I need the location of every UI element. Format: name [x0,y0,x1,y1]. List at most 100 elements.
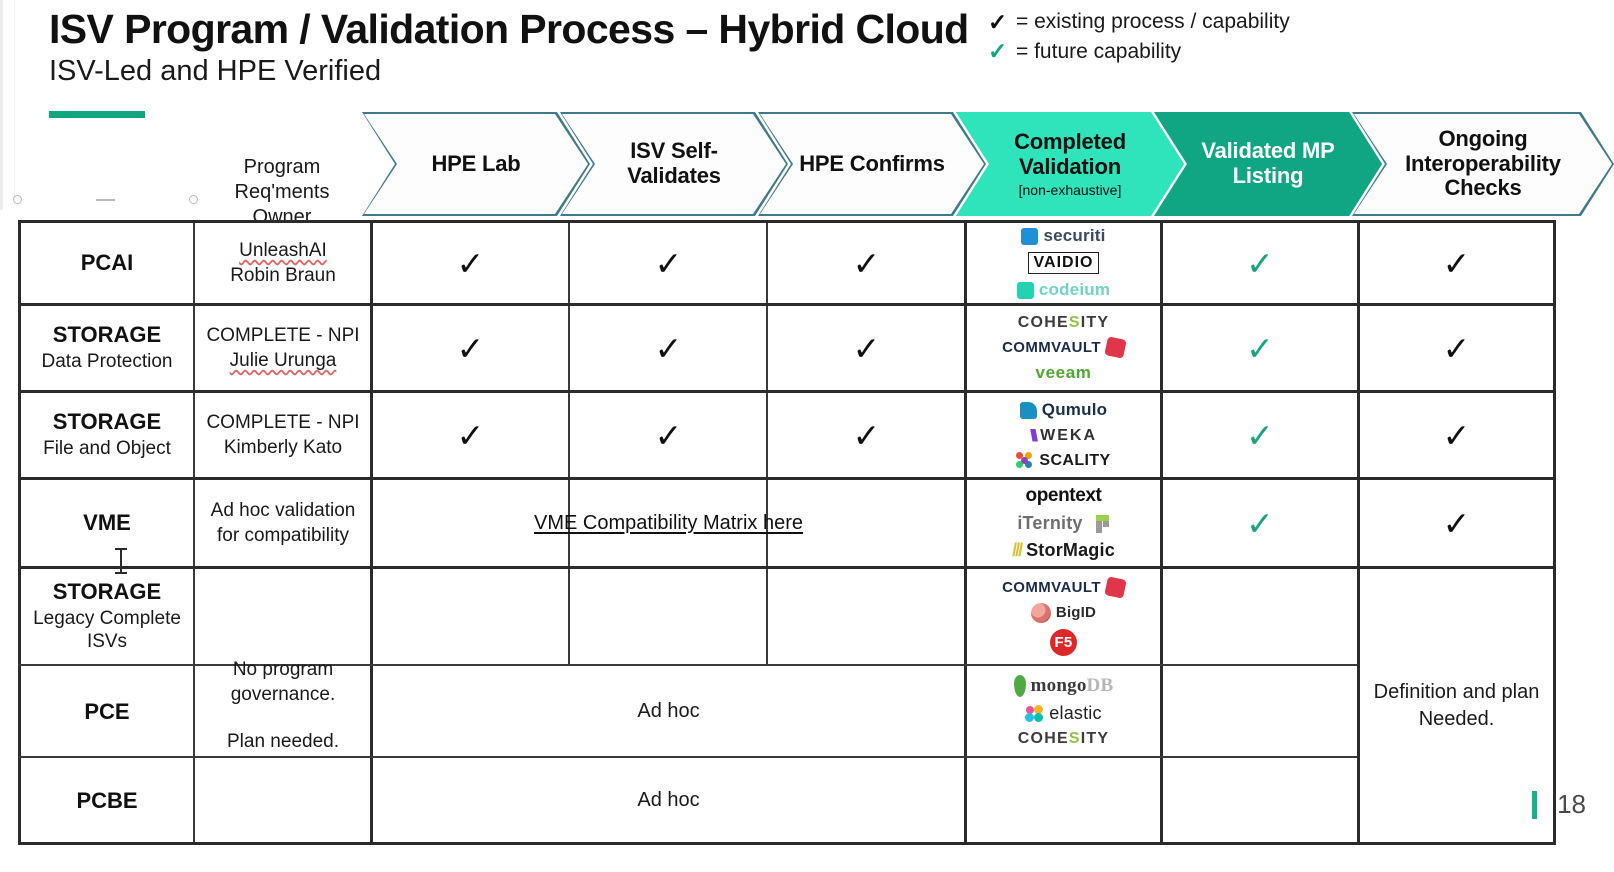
cell-storage-fo-ongoing: ✓ [1360,393,1553,477]
scality-icon [1016,452,1034,470]
cell-storage-fo-hpe-confirms: ✓ [769,393,964,477]
table-row-label-storage-data-protection: STORAGE Data Protection [21,306,193,390]
row-subtitle2: ISVs [86,631,128,653]
ad-hoc-label: Ad hoc [637,700,700,722]
logo-vaidio: VAIDIO [1027,252,1100,274]
cell-storage-fo-completed-validation: Qumulo \\\ WEKA SCALITY [967,393,1160,477]
stage-label-line1: Completed [1014,128,1126,154]
check-icon: ✓ [1442,244,1471,282]
commvault-icon [1104,575,1127,599]
row-subtitle: Legacy Complete [33,607,181,629]
cell-storage-fo-hpe-lab: ✓ [373,393,568,477]
owner-header-line1: Program Req'ments [234,156,330,203]
cell-pcbe-validated-mp [1163,759,1357,842]
ad-hoc-label: Ad hoc [637,789,700,811]
stage-chevron-validated-mp-listing[interactable]: Validated MP Listing [1154,112,1382,216]
stage-label: HPE Lab [431,150,521,176]
grid-vline [18,220,21,845]
cell-pcbe-completed-validation [967,759,1160,842]
check-icon: ✓ [1442,416,1471,454]
stage-chevron-hpe-confirms[interactable]: HPE Confirms [758,112,986,216]
grid-hline [18,303,1556,306]
logo-label: VAIDIO [1033,254,1094,271]
check-icon: ✓ [456,244,485,282]
cell-vme-completed-validation: opentext iTernity /// StorMagic [967,480,1160,566]
stage-sublabel: [non-exhaustive] [1018,182,1122,199]
logo-iternity: iTernity [1017,513,1109,534]
check-icon: ✓ [852,416,881,454]
logo-bigid: BigID [1030,602,1097,623]
check-icon: ✓ [852,244,881,282]
weka-icon: \\\ [1029,426,1038,445]
selection-handle[interactable] [189,195,198,204]
cell-storage-fo-isv-self-validates: ✓ [571,393,766,477]
selection-handle-dash[interactable] [96,199,115,201]
stage-label: HPE Confirms [799,150,945,176]
accent-bar [49,111,145,118]
owner-line2: Kimberly Kato [223,437,343,458]
grid-vline [766,220,768,664]
row-title: VME [83,510,131,536]
table-row-label-pce: PCE [21,667,193,756]
grid-hline [18,477,1556,480]
cell-pcai-hpe-lab: ✓ [373,223,568,303]
cell-pce-completed-validation: mongoDB elastic COHESITY [967,667,1160,756]
stage-label-line3: Checks [1444,175,1522,201]
logo-scality: SCALITY [1016,452,1110,470]
check-icon: ✓ [1442,329,1471,367]
logo-commvault: COMMVAULT [1002,575,1127,599]
logo-stormagic: /// StorMagic [1012,540,1115,561]
check-icon: ✓ [654,329,683,367]
stage-label-line2: Validates [627,163,721,188]
logo-label: elastic [1049,703,1102,723]
stage-chevron-isv-self-validates[interactable]: ISV Self- Validates [560,112,788,216]
owner-line1: COMPLETE - NPI [206,411,360,433]
page-title: ISV Program / Validation Process – Hybri… [49,6,969,52]
stage-chevron-ongoing-interoperability-checks[interactable]: Ongoing Interoperability Checks [1352,112,1614,216]
logo-label: BigID [1055,604,1097,621]
stage-chevron-completed-validation[interactable]: Completed Validation [non-exhaustive] [956,112,1184,216]
cell-storage-dp-hpe-confirms: ✓ [769,306,964,390]
grid-vline [193,220,195,845]
owner-cell-storage-file-object: COMPLETE - NPI Kimberly Kato [196,393,370,477]
mongodb-leaf-icon [1013,675,1026,697]
check-icon: ✓ [456,416,485,454]
cell-storage-dp-ongoing: ✓ [1360,306,1553,390]
row-title: PCAI [80,250,134,276]
check-icon: ✓ [654,244,683,282]
row-title: PCBE [76,787,138,813]
selection-handle[interactable] [13,195,22,204]
grid-vline [370,220,373,845]
owner-cell-vme: Ad hoc validation for compatibility [196,480,370,566]
row-title: STORAGE [52,578,162,604]
legend-label-future: = future capability [1016,39,1182,63]
logo-label: opentext [1025,485,1102,506]
stage-label-line1: Validated MP [1201,138,1335,164]
grid-hline [18,842,1556,845]
logo-label: mongoDB [1030,675,1114,696]
logo-elastic: elastic [1025,703,1102,724]
slide-number: 18 [1532,789,1586,820]
grid-hline [18,390,1556,393]
logo-label: COHESITY [1017,730,1110,747]
column-header-owner: Program Req'ments Owner [196,155,368,230]
check-icon: ✓ [1246,244,1274,282]
owner-line1: Ad hoc validation [210,499,356,521]
legend-item-existing: ✓ = existing process / capability [988,8,1290,37]
grid-vline [1160,220,1163,845]
logo-label: StorMagic [1026,540,1115,560]
page-subtitle: ISV-Led and HPE Verified [49,55,382,88]
no-governance-line2: governance. [230,683,336,705]
stage-label-line2: Listing [1232,163,1304,188]
bigid-icon [1030,602,1051,623]
cell-vme-compatibility-matrix[interactable]: VME Compatibility Matrix here [373,480,964,566]
stage-chevron-hpe-lab[interactable]: HPE Lab [362,112,590,216]
logo-weka: \\\ WEKA [1030,426,1097,446]
cell-pcbe-ad-hoc: Ad hoc [373,759,964,842]
owner-cell-pcai: UnleashAI Robin Braun [196,223,370,303]
grid-vline [1553,220,1556,845]
grid-hline [18,220,1556,223]
vme-compatibility-matrix-link[interactable]: VME Compatibility Matrix here [534,511,803,534]
no-governance-line3: Plan needed. [227,731,339,753]
stage-label-line2: Interoperability [1405,150,1561,176]
